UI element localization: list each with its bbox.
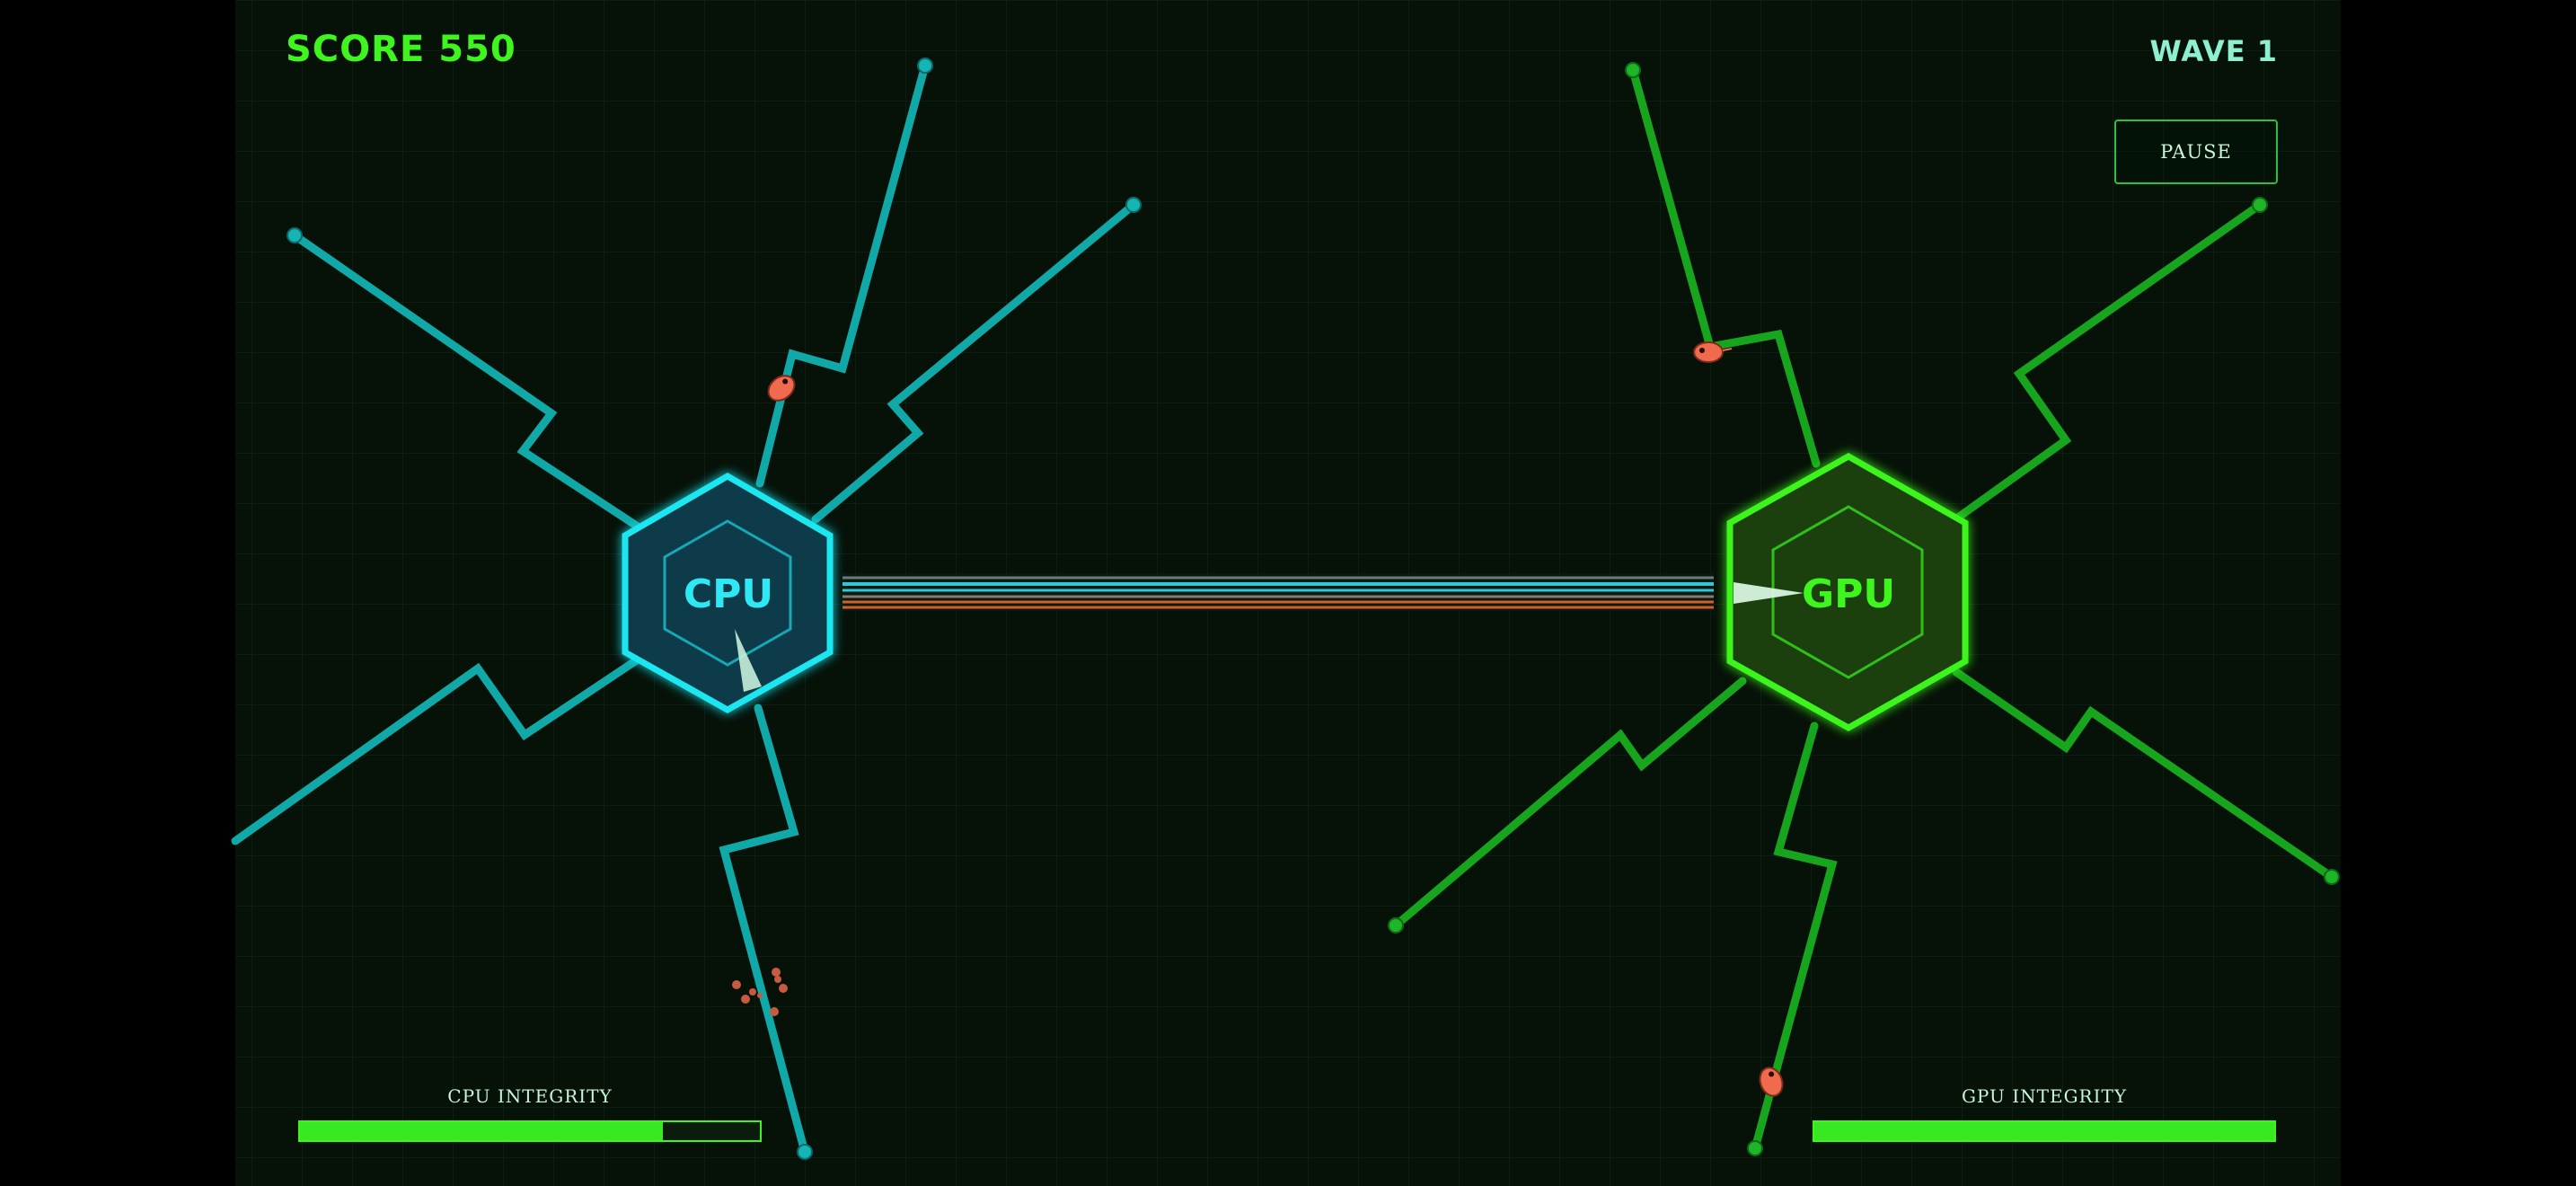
cpu-inner-hexagon — [663, 519, 792, 667]
gpu-core[interactable]: GPU — [1726, 452, 1969, 732]
particle — [749, 988, 756, 996]
cpu-trace-upper-right — [811, 200, 1138, 524]
gpu-trace-upper-right — [1954, 200, 2264, 522]
gpu-trace-endpoints — [1388, 62, 2340, 1156]
gpu-endpoint — [1747, 1140, 1763, 1156]
particle — [774, 976, 781, 983]
cpu-endpoint — [797, 1144, 813, 1160]
gpu-endpoint — [2252, 197, 2268, 213]
gpu-trace-top — [1628, 66, 1821, 468]
cpu-core[interactable]: CPU — [622, 472, 834, 714]
letterbox-left — [0, 0, 235, 1186]
cpu-integrity-fill — [300, 1122, 664, 1140]
cpu-integrity-label: CPU INTEGRITY — [447, 1085, 613, 1107]
wave-value: 1 — [2256, 34, 2278, 68]
enemy-bug[interactable] — [1693, 341, 1733, 363]
cpu-trace-upper-left — [290, 231, 642, 531]
cpu-endpoint — [287, 227, 303, 243]
cpu-trace-top — [755, 61, 930, 488]
enemy-bug[interactable] — [1756, 1065, 1786, 1099]
data-bus — [842, 573, 1714, 611]
particle — [779, 984, 788, 993]
cpu-trace-lower-left — [231, 655, 642, 845]
particle — [741, 995, 750, 1004]
score-display: SCORE 550 — [286, 29, 516, 70]
gpu-endpoint — [1625, 62, 1641, 78]
particle — [757, 993, 763, 998]
gpu-endpoint — [1388, 917, 1404, 934]
cpu-trace-bottom — [719, 704, 809, 1156]
cpu-integrity-bar — [298, 1120, 762, 1142]
enemies — [763, 341, 1786, 1099]
gpu-trace-bottom — [1751, 721, 1838, 1153]
gpu-integrity-fill — [1814, 1122, 2274, 1140]
gpu-trace-lower-right — [1952, 668, 2336, 881]
enemy-bug[interactable] — [763, 371, 799, 406]
gpu-traces — [1391, 66, 2336, 1153]
cpu-traces — [231, 61, 1138, 1156]
pause-button[interactable]: PAUSE — [2114, 119, 2278, 184]
gpu-inner-hexagon — [1771, 505, 1924, 679]
gpu-turret-beam — [1734, 582, 1804, 604]
cpu-turret-beam — [735, 629, 762, 692]
gpu-label: GPU — [1802, 571, 1895, 617]
cpu-endpoint — [917, 58, 933, 74]
score-value: 550 — [438, 29, 516, 70]
wave-label: WAVE — [2149, 34, 2246, 68]
explosion-particles — [732, 968, 788, 1016]
particle — [770, 1007, 779, 1016]
gpu-endpoint — [2324, 869, 2340, 885]
letterbox-right — [2341, 0, 2576, 1186]
cpu-endpoint — [1125, 197, 1142, 213]
cpu-trace-endpoints — [287, 58, 1142, 1160]
particle — [772, 968, 781, 977]
gpu-hexagon — [1726, 452, 1969, 732]
wave-display: WAVE 1 — [2150, 34, 2278, 68]
gpu-integrity-label: GPU INTEGRITY — [1961, 1085, 2128, 1107]
cpu-hexagon — [622, 472, 834, 714]
particle — [732, 980, 741, 989]
gpu-trace-lower-left — [1391, 677, 1747, 930]
score-label: SCORE — [286, 29, 426, 70]
cpu-label: CPU — [684, 571, 773, 617]
gpu-integrity-bar — [1813, 1120, 2276, 1142]
